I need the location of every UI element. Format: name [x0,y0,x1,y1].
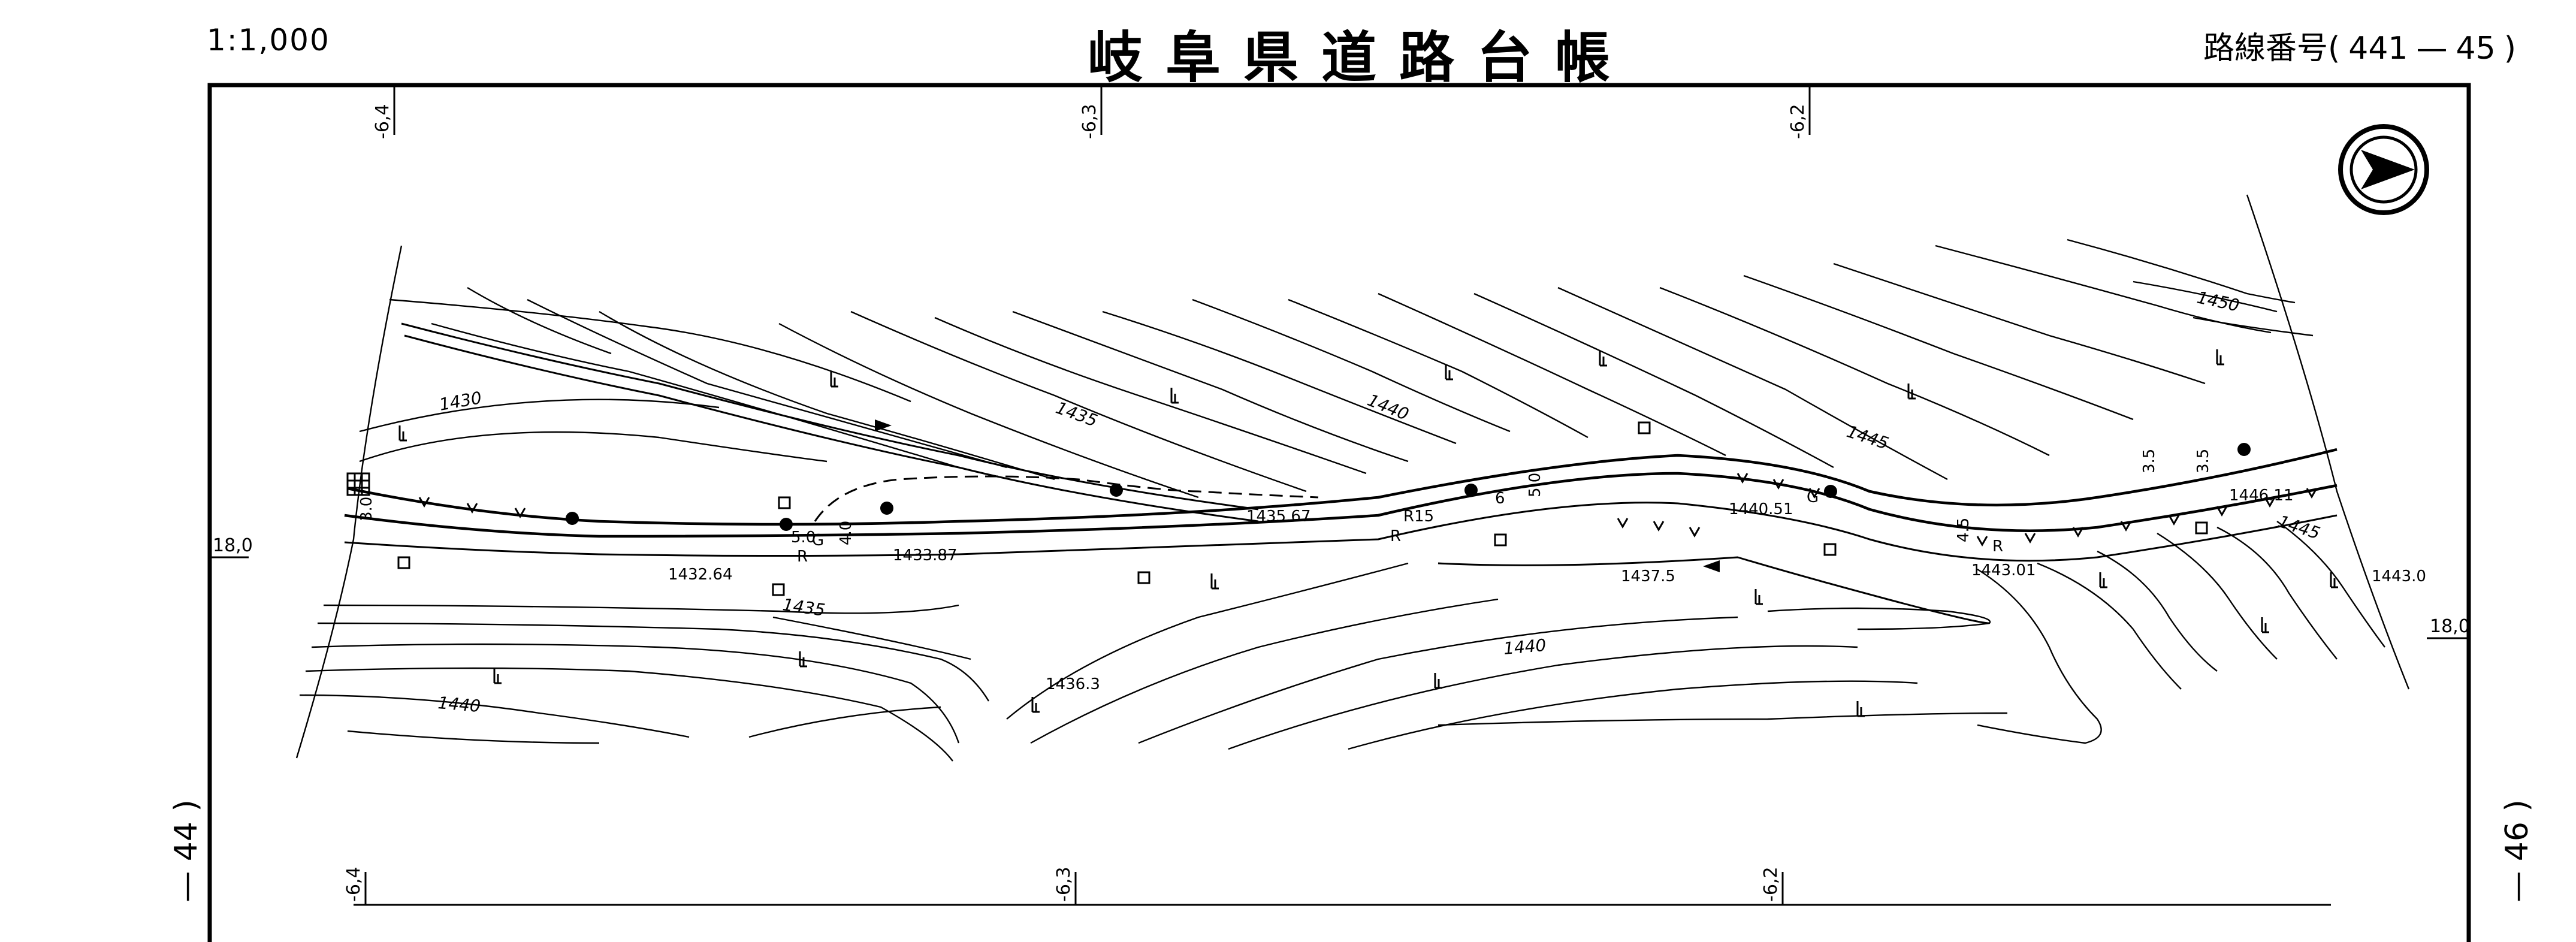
station-label-top-3: -6,2 [1787,104,1808,139]
contour-label: 1450 [2196,288,2242,316]
spot-elevation: 1443.01 [1971,561,2036,579]
spot-elevation: 1435.67 [1246,508,1311,526]
station-ticks-top [393,85,1811,135]
station-label-bottom-3: -6,2 [1760,866,1781,902]
survey-boundary-right [2246,194,2410,690]
route-number-value: 441 [2348,31,2408,67]
road-annotation: R15 [1403,508,1434,526]
road-annotation: R [1992,538,2003,555]
map-scale: 1:1,000 [207,23,330,58]
station-label-top-1: -6,4 [372,104,393,139]
spot-elevation: 1433.87 [893,547,958,564]
flow-arrow-icon [1703,560,1720,572]
road-annotation: 6 [1495,490,1505,508]
spot-elevation: 1432.64 [668,566,733,584]
spot-elevation: 1446.11 [2229,487,2294,505]
road-annotation: 3.5 [2140,449,2158,473]
flow-arrow-icon [875,419,892,431]
road-annotation: R [797,548,808,566]
station-label-bottom-1: -6,4 [343,866,364,902]
road-annotation: G [1807,488,1819,506]
road-annotation: R [1390,527,1401,545]
road-annotation: 5.0 [791,529,816,547]
contour-label: 1435 [1053,398,1100,431]
spot-elevation: 1440.51 [1729,500,1793,518]
page-title: 岐阜県道路台帳 [1088,26,1633,90]
roadside-marks [418,473,2318,547]
road-annotation: 4.0 [837,521,855,545]
offset-label-left: 18,0 [213,535,253,556]
station-label-top-2: -6,3 [1079,104,1100,139]
contour-label: 1430 [437,388,483,415]
road-annotation: 3.5 [2194,449,2212,473]
route-close: ) [2503,31,2516,67]
road-annotation: 5.0 [1526,473,1544,497]
grid-marker [346,472,370,496]
road-alignment [344,322,2338,624]
survey-boundary-left [295,245,403,759]
contours-south [299,521,2385,762]
contour-label: 1445 [1844,421,1891,453]
north-arrow-icon [2338,124,2429,215]
contour-label: 1440 [1503,635,1547,659]
spot-elevation: 1437.5 [1621,567,1675,585]
offset-label-right: 18,0 [2430,616,2470,637]
contour-label: 1440 [437,693,481,716]
map-frame [207,83,2471,942]
route-dash: — [2416,31,2448,67]
contours-north [359,238,2314,499]
road-annotation: 4.5 [1955,518,1973,542]
route-label: 路線番号( [2203,31,2341,67]
contour-label: 1440 [1364,390,1411,424]
contour-label: 1435 [781,594,826,620]
station-label-bottom-2: -6,3 [1053,866,1074,902]
route-sheet: 45 [2456,31,2496,67]
boundary-markers [397,421,2208,596]
spot-elevation: 1443.0 [2372,567,2426,585]
road-annotation: G [812,532,824,550]
grass-symbols [398,349,2338,717]
spot-elevation: 1436.3 [1046,675,1100,693]
route-number: 路線番号( 441 — 45 ) [2203,23,2516,68]
utility-poles [566,443,2251,531]
road-annotation: 3.0 [358,497,376,521]
